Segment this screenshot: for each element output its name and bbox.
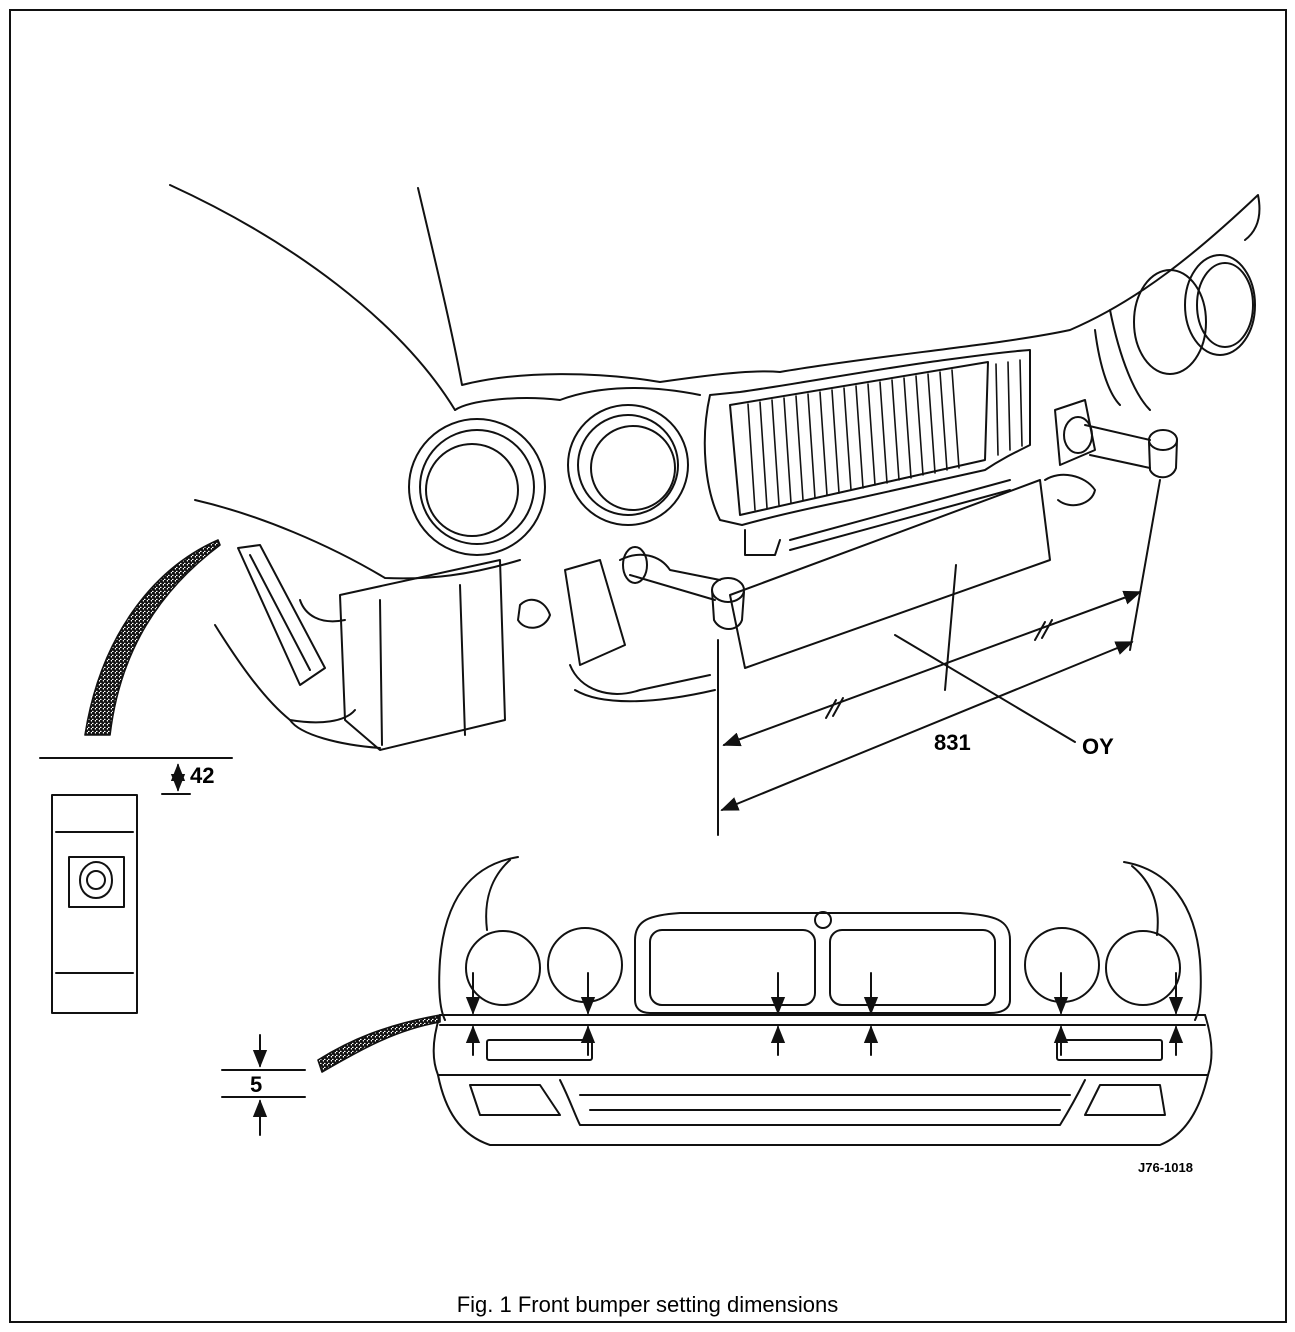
dimension-height-label: 42	[190, 763, 215, 788]
dim-arrow-lower	[720, 641, 1134, 811]
grille-bars	[747, 359, 1023, 511]
gap-arrows	[465, 972, 1184, 1056]
dimension-gap-label: 5	[250, 1072, 263, 1097]
gap-dimension	[221, 1034, 306, 1136]
centre-line	[944, 564, 957, 691]
dim-arrow-upper	[722, 590, 1142, 747]
figure-caption: Fig. 1 Front bumper setting dimensions	[456, 1292, 839, 1317]
height-dimension	[39, 757, 233, 795]
centre-line-label: OY	[1082, 734, 1114, 759]
bumper-cross-section	[51, 794, 138, 1014]
car-front-perspective	[169, 184, 1261, 751]
bumper-section-sweep-upper	[84, 539, 221, 736]
drawing-reference: J76-1018	[1138, 1160, 1193, 1175]
dimension-width-label: 831	[934, 730, 971, 755]
bumper-section-sweep-lower	[317, 1014, 441, 1073]
figure-frame	[9, 9, 1287, 1323]
front-elevation	[432, 856, 1213, 1146]
width-dimension	[717, 479, 1161, 836]
